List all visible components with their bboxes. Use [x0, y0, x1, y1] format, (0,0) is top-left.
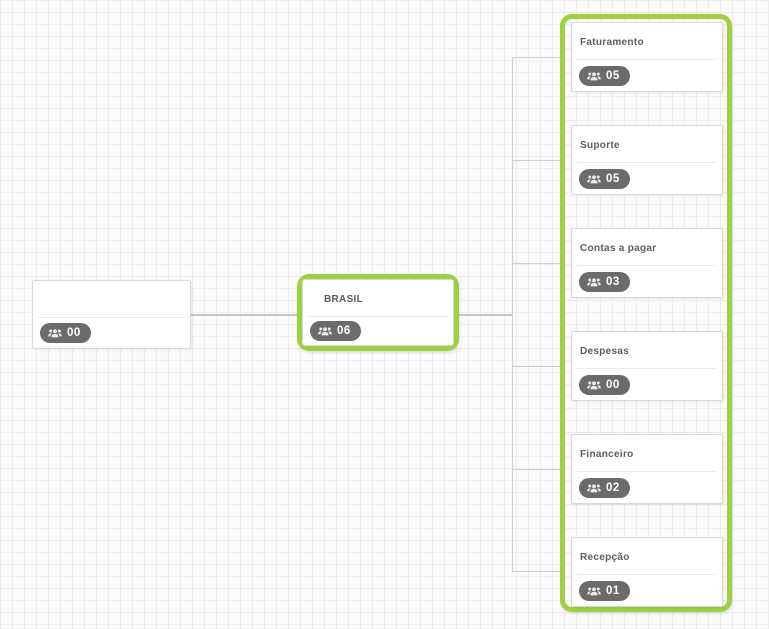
- node-title: Recepção: [580, 551, 630, 563]
- node-brasil[interactable]: BRASIL 06: [302, 279, 454, 346]
- member-count: 02: [606, 481, 620, 494]
- node-title: Suporte: [580, 139, 620, 151]
- users-icon: [587, 483, 601, 492]
- node-financeiro[interactable]: Financeiro 02: [571, 434, 723, 504]
- node-title: Contas a pagar: [580, 242, 657, 254]
- users-icon: [318, 327, 332, 336]
- member-count-badge[interactable]: 00: [579, 374, 630, 395]
- users-icon: [587, 174, 601, 183]
- node-separator: [577, 59, 717, 60]
- connector-stub: [512, 160, 560, 161]
- node-separator: [577, 368, 717, 369]
- node-title: Financeiro: [580, 448, 634, 460]
- users-icon: [587, 71, 601, 80]
- node-separator: [308, 316, 448, 317]
- node-root[interactable]: 00: [32, 280, 191, 349]
- node-title: [33, 281, 190, 317]
- node-despesas[interactable]: Despesas 00: [571, 331, 723, 401]
- member-count-badge[interactable]: 05: [579, 65, 630, 86]
- node-separator: [577, 162, 717, 163]
- member-count: 03: [606, 275, 620, 288]
- connector-spine: [512, 57, 513, 572]
- node-separator: [577, 574, 717, 575]
- users-icon: [587, 586, 601, 595]
- connector-stub: [512, 469, 560, 470]
- connector-stub: [512, 366, 560, 367]
- member-count: 00: [67, 327, 81, 339]
- member-count-badge[interactable]: 00: [40, 323, 91, 343]
- node-separator: [38, 317, 185, 318]
- users-icon: [587, 277, 601, 286]
- node-recepcao[interactable]: Recepção 01: [571, 537, 723, 607]
- member-count-badge[interactable]: 01: [579, 580, 630, 601]
- connector-root-to-brasil: [191, 314, 297, 316]
- connector-stub: [512, 57, 560, 58]
- users-icon: [48, 329, 62, 338]
- node-title: BRASIL: [324, 293, 364, 305]
- node-suporte[interactable]: Suporte 05: [571, 125, 723, 195]
- node-brasil-highlight: BRASIL 06: [297, 274, 459, 351]
- member-count: 00: [606, 378, 620, 391]
- children-group-highlight: [560, 14, 732, 612]
- node-title: Faturamento: [580, 36, 644, 48]
- member-count: 05: [606, 172, 620, 185]
- member-count: 05: [606, 69, 620, 82]
- member-count: 06: [337, 325, 351, 337]
- member-count: 01: [606, 584, 620, 597]
- member-count-badge[interactable]: 03: [579, 271, 630, 292]
- node-contas-a-pagar[interactable]: Contas a pagar 03: [571, 228, 723, 298]
- node-title: Despesas: [580, 345, 630, 357]
- member-count-badge[interactable]: 05: [579, 168, 630, 189]
- member-count-badge[interactable]: 06: [310, 321, 361, 341]
- users-icon: [587, 380, 601, 389]
- connector-brasil-to-spine: [459, 314, 512, 316]
- member-count-badge[interactable]: 02: [579, 477, 630, 498]
- node-separator: [577, 265, 717, 266]
- connector-stub: [512, 571, 560, 572]
- connector-stub: [512, 263, 560, 264]
- node-faturamento[interactable]: Faturamento 05: [571, 22, 723, 92]
- node-separator: [577, 471, 717, 472]
